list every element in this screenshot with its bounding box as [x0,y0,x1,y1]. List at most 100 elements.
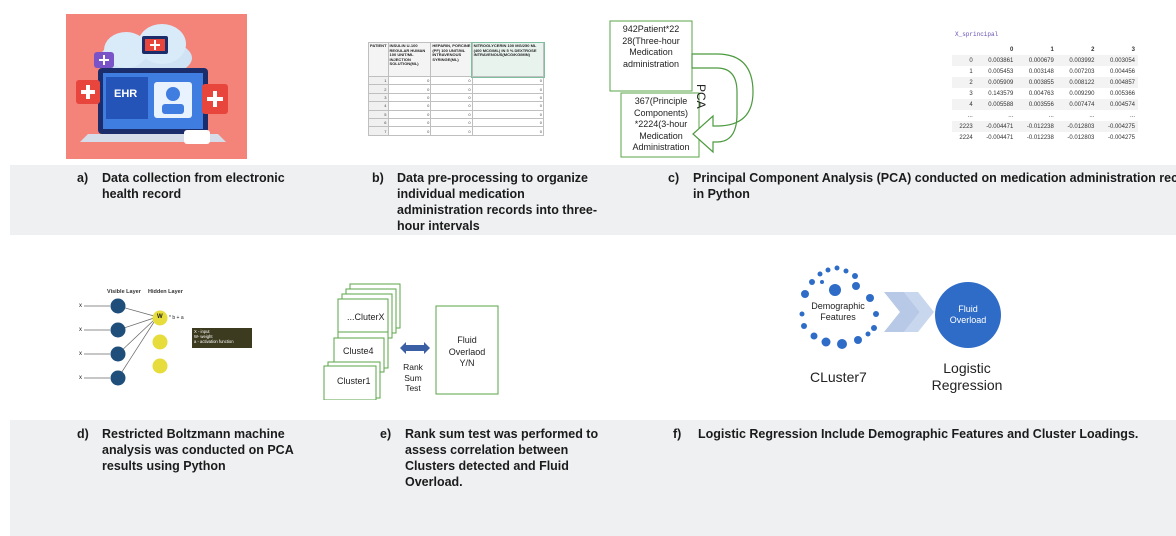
table-cell: 0.143579 [988,90,1014,97]
rank-sum-label: Rank Sum Test [401,362,425,394]
outcome-line: Y/N [459,358,475,368]
table-cell: 0.003148 [1028,68,1054,75]
table-cell: ... [1129,112,1135,119]
table-cell: ... [1048,112,1054,119]
column-header [952,44,976,55]
table-row: 2223-0.004471-0.012238-0.012803-0.004275 [952,121,1138,132]
table-cell: -0.004471 [986,134,1014,141]
table-cell: 0.009290 [1069,90,1095,97]
outcome-box [435,305,499,395]
legend-item: X - input [194,329,210,334]
hidden-node [152,334,168,350]
table-cell: ... [967,112,973,119]
pca-variable-name: X_sprincipal [955,31,999,38]
table-header-row: 0 1 2 3 [952,44,1138,55]
table-cell: 3 [969,90,973,97]
table-cell: -0.012238 [1016,121,1057,132]
table-cell: 0 [387,75,432,86]
rbm-formula: * b + a [169,315,184,321]
table-cell: 5 [368,109,389,119]
table-cell: 4 [952,99,976,110]
caption-line: Principal Component Analysis (PCA) condu… [693,171,1176,185]
pca-output-line: Medication [639,130,683,141]
pca-input-line: administration [622,58,680,69]
table-cell: ... [1089,112,1095,119]
column-header: 1 [1050,46,1054,53]
table-cell: 2223 [952,121,976,132]
table-cell: 2 [952,77,976,88]
caption-line: Restricted Boltzmann machine [102,427,285,441]
rbm-network-diagram [84,298,252,386]
caption-label: e) [380,427,392,441]
caption-label: a) [77,171,89,185]
caption-line: assess correlation between [405,443,569,457]
rank-sum-line: Rank [403,362,423,372]
table-cell: 0.004763 [1028,90,1054,97]
table-row: 3 0.143579 0.004763 0.009290 0.005366 [952,88,1138,99]
caption-line: Data collection from electronic [102,171,285,185]
pca-diagram [609,20,754,158]
medication-table: PATIENT INSULIN U-100 REGULAR HUMAN 100 … [368,41,545,136]
model-line: Logistic [943,360,991,376]
fluid-overload-node [935,282,1001,348]
demographic-features-label: Demographic Features [806,301,870,323]
table-cell: 1 [969,68,973,75]
input-mark: x [79,375,82,381]
table-cell: -0.004275 [1107,134,1135,141]
table-cell: 0 [430,84,473,94]
table-cell: -0.004275 [1097,121,1138,132]
column-header: HEPARIN, PORCINE (PF) 100 UNIT/ML INTRAV… [430,42,473,77]
table-cell: -0.012803 [1056,121,1098,132]
table-cell: 0.005366 [1109,90,1135,97]
pca-output-line: Administration [632,142,690,152]
rbm-legend: X - input W- weight a - activation funct… [194,329,234,345]
table-cell: 0 [471,117,545,128]
table-cell: 0.003556 [1016,99,1057,110]
visible-node [110,370,126,386]
pca-input-line: 28(Three-hour [622,35,680,46]
legend-item: W- weight [194,334,213,340]
table-cell: 2224 [959,134,973,141]
table-cell: 6 [368,117,389,128]
caption-label: d) [77,427,89,441]
column-header: NITROGLYCERIN 100 MG/250 ML (400 MCG/ML)… [471,41,545,78]
table-cell: 0.004456 [1109,68,1135,75]
caption-line: Logistic Regression Include Demographic … [698,427,1139,441]
table-row: ............... [952,110,1138,121]
caption-line: health record [102,187,182,201]
table-cell: 7 [368,126,389,136]
caption-band-top [10,165,1176,235]
caption-line: hour intervals [397,219,480,233]
cluster-label: CLuster7 [810,369,867,385]
table-cell: 1 [368,75,389,86]
rbm-legend-box [192,328,252,348]
table-header-row: PATIENT INSULIN U-100 REGULAR HUMAN 100 … [368,41,545,78]
table-cell: 0.005453 [988,68,1014,75]
outcome-line: Overlaod [448,346,486,357]
table-cell: 0.003861 [975,55,1017,66]
column-header: PATIENT [368,42,389,77]
fluid-overload-outcome: Fluid Overlaod Y/N [436,335,498,370]
caption-label: c) [668,171,680,185]
hidden-node [152,358,168,374]
pca-input-text: 942Patient*22 28(Three-hour Medication a… [611,24,691,70]
cluster-sheet [323,365,377,400]
table-cell: 0 [430,101,473,111]
pca-input-line: Medication [629,47,673,57]
cluster-4-label: Cluste4 [343,346,374,356]
chevron-icon [884,292,920,332]
visible-node [110,322,126,338]
caption-label: f) [673,427,682,441]
table-cell: 0 [387,126,432,136]
features-line: Demographic [811,301,865,311]
model-line: Regression [931,377,1003,393]
visible-node [110,346,126,362]
table-cell: -0.004471 [975,121,1017,132]
table-cell: 0 [430,92,473,103]
outcome-line: Fluid [457,335,477,345]
